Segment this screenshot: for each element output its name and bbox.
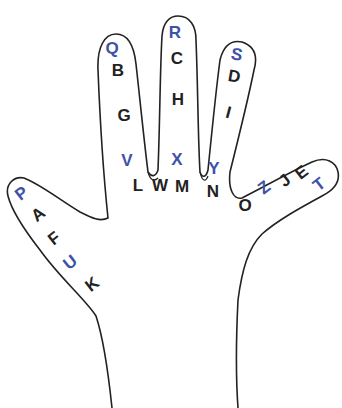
alphabet-letter: Q <box>105 40 118 57</box>
alphabet-letter: Y <box>208 160 219 177</box>
alphabet-letter: V <box>121 152 132 169</box>
alphabet-letter: O <box>238 197 251 214</box>
alphabet-letter: M <box>175 178 189 195</box>
alphabet-letter: H <box>172 91 184 108</box>
alphabet-letter: R <box>169 24 181 41</box>
alphabet-letter: N <box>207 183 219 200</box>
alphabet-letter: X <box>171 151 182 168</box>
alphabet-letter: G <box>117 107 130 124</box>
alphabet-letter: D <box>226 67 241 86</box>
alphabet-letter: C <box>171 50 183 67</box>
hand-contour <box>7 16 338 408</box>
alphabet-letter: B <box>112 62 124 79</box>
alphabet-letter: W <box>152 177 168 194</box>
finger-crease <box>200 172 208 180</box>
alphabet-letter: L <box>133 177 143 194</box>
